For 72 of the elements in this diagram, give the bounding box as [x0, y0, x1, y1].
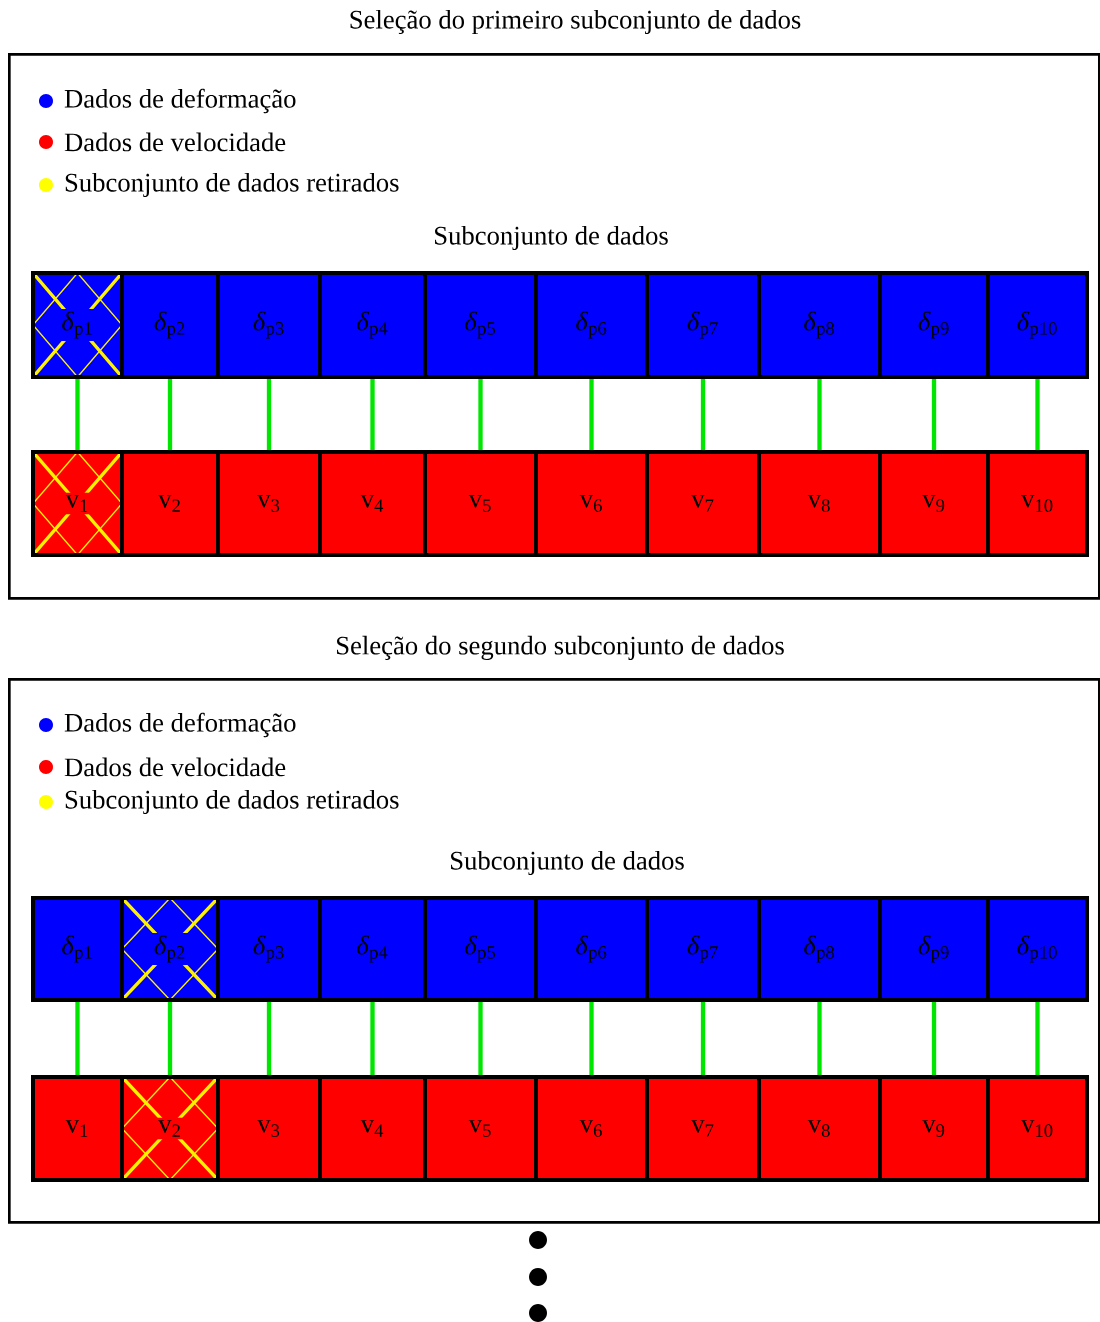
- data-cell: δ$_{p9}$: [878, 896, 990, 1002]
- connector-line: [700, 379, 706, 450]
- data-cell: v$_{6}$: [534, 450, 649, 557]
- data-cell: δ$_{p5}$: [423, 271, 538, 379]
- data-cell: δ$_{p4}$: [318, 896, 427, 1002]
- connector-line: [931, 379, 937, 450]
- connector-line: [700, 1002, 706, 1075]
- panel-frame: [8, 678, 1100, 1224]
- data-cell: δ$_{p8}$: [757, 271, 882, 379]
- data-cell: v$_{8}$: [757, 1075, 882, 1182]
- data-cell: δ$_{p7}$: [645, 896, 761, 1002]
- data-cell: δ$_{p6}$: [534, 271, 649, 379]
- data-cell: v$_{2}$: [120, 1075, 220, 1182]
- data-cell: v$_{7}$: [645, 450, 761, 557]
- data-cell: δ$_{p3}$: [216, 896, 322, 1002]
- data-cell: v$_{9}$: [878, 1075, 990, 1182]
- data-cell: δ$_{p2}$: [120, 271, 220, 379]
- data-cell: δ$_{p10}$: [986, 271, 1089, 379]
- connector-line: [266, 1002, 272, 1075]
- connector-line: [478, 379, 483, 450]
- section-heading: Subconjunto de dados: [435, 225, 668, 251]
- connector-line: [1035, 1002, 1040, 1075]
- connector-line: [589, 1002, 594, 1075]
- data-cell: v$_{4}$: [318, 450, 427, 557]
- connector-line: [75, 1002, 80, 1075]
- legend-text: Dados de velocidade: [64, 757, 286, 777]
- data-cell: v$_{6}$: [534, 1075, 649, 1182]
- legend-text: Subconjunto de dados retirados: [65, 172, 399, 198]
- data-cell: v$_{1}$: [31, 1075, 124, 1182]
- data-cell: v$_{5}$: [423, 450, 538, 557]
- data-cell: δ$_{p1}$: [31, 896, 124, 1002]
- connector-line: [266, 379, 272, 450]
- connector-line: [817, 1002, 822, 1075]
- panel-frame: [8, 52, 1100, 600]
- connector-line: [817, 379, 822, 450]
- connector-line: [370, 379, 375, 450]
- data-cell: δ$_{p2}$: [120, 896, 220, 1002]
- data-cell: δ$_{p5}$: [423, 896, 538, 1002]
- data-cell: δ$_{p8}$: [757, 896, 882, 1002]
- data-cell: δ$_{p7}$: [645, 271, 761, 379]
- data-cell: v$_{10}$: [986, 450, 1089, 557]
- data-cell: δ$_{p4}$: [318, 271, 427, 379]
- data-cell: v$_{10}$: [986, 1075, 1089, 1182]
- data-cell: v$_{9}$: [878, 450, 990, 557]
- data-cell: δ$_{p10}$: [986, 896, 1089, 1002]
- section-heading: Subconjunto de dados: [451, 850, 684, 876]
- data-cell: v$_{8}$: [757, 450, 882, 557]
- data-cell: δ$_{p1}$: [31, 271, 124, 379]
- legend-text: Subconjunto de dados retirados: [65, 789, 399, 815]
- connector-line: [589, 379, 594, 450]
- connector-line: [167, 1002, 173, 1075]
- data-cell: v$_{7}$: [645, 1075, 761, 1182]
- connector-line: [75, 379, 80, 450]
- panel-title: Seleção do primeiro subconjunto de dados: [350, 9, 801, 35]
- connector-line: [1035, 379, 1040, 450]
- panel-title: Seleção do segundo subconjunto de dados: [337, 635, 784, 661]
- connector-line: [370, 1002, 375, 1075]
- legend-text: Dados de deformação: [64, 712, 296, 738]
- data-cell: δ$_{p6}$: [534, 896, 649, 1002]
- connector-line: [167, 379, 173, 450]
- data-cell: v$_{5}$: [423, 1075, 538, 1182]
- data-cell: v$_{3}$: [216, 1075, 322, 1182]
- data-cell: δ$_{p3}$: [216, 271, 322, 379]
- data-cell: v$_{2}$: [120, 450, 220, 557]
- connector-line: [478, 1002, 483, 1075]
- legend-text: Dados de deformação: [64, 88, 296, 114]
- connector-line: [931, 1002, 937, 1075]
- data-cell: v$_{3}$: [216, 450, 322, 557]
- data-cell: v$_{1}$: [31, 450, 124, 557]
- data-cell: δ$_{p9}$: [878, 271, 990, 379]
- legend-text: Dados de velocidade: [64, 132, 286, 152]
- data-cell: v$_{4}$: [318, 1075, 427, 1182]
